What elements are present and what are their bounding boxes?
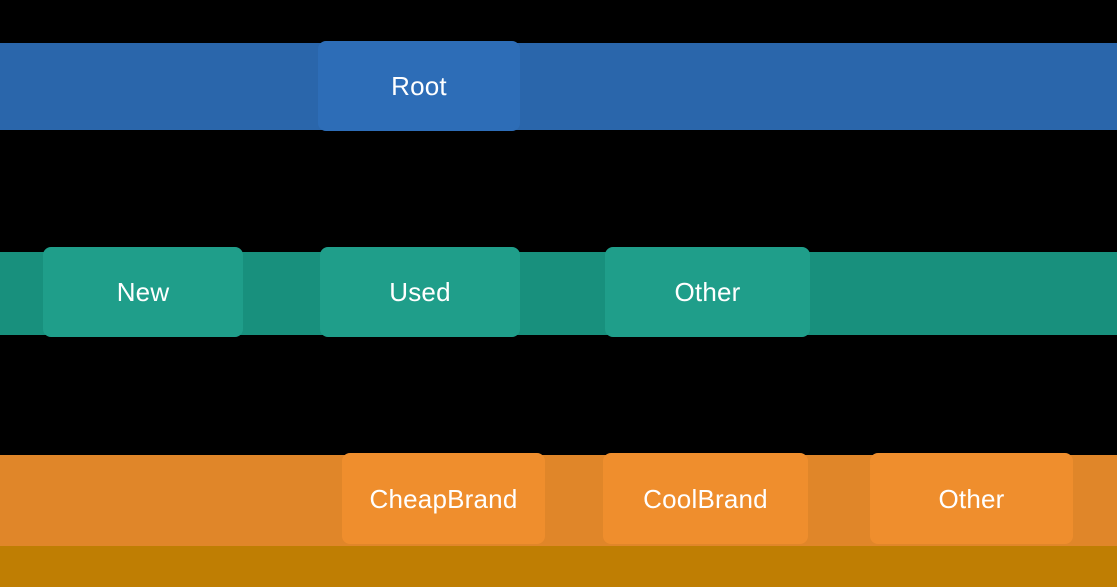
sector-label: CoolBrand [643, 483, 768, 514]
level-3-sector-coolbrand[interactable]: CoolBrand [603, 453, 808, 544]
sector-label: Other [938, 483, 1005, 514]
sector-label: Used [389, 277, 451, 307]
sector-label: CheapBrand [369, 483, 518, 514]
level-3-sector-other[interactable]: Other [870, 453, 1073, 544]
level-2-sector-new[interactable]: New [43, 247, 243, 337]
sector-label: New [116, 277, 170, 307]
truncated-level-band [0, 546, 1117, 587]
level-2-sector-other[interactable]: Other [605, 247, 810, 337]
level-3-sector-cheapbrand[interactable]: CheapBrand [342, 453, 545, 544]
level-2-sector-used[interactable]: Used [320, 247, 520, 337]
level-1-band [0, 43, 1117, 130]
sector-label: Root [391, 71, 447, 101]
sector-label: Other [674, 277, 741, 307]
level-1-sector-root[interactable]: Root [318, 41, 520, 131]
